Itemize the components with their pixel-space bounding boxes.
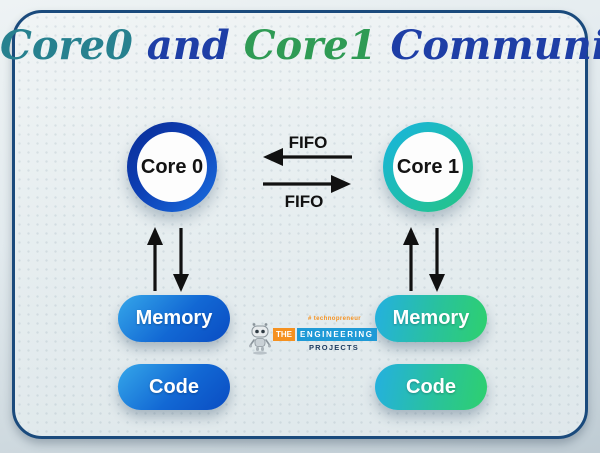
core1-memory-box: Memory (375, 295, 487, 342)
core1-code-box: Code (375, 364, 487, 410)
core0-label: Core 0 (137, 132, 207, 202)
logo-engineering: ENGINEERING (297, 328, 377, 341)
logo-the: THE (273, 328, 295, 341)
title-core1: Core1 (243, 22, 377, 69)
logo: # technopreneur THE ENGINEERING PROJECTS (248, 313, 377, 361)
robot-icon (249, 323, 271, 355)
diagram-frame (12, 10, 588, 439)
diagram-title: Core0 and Core1 Communication (0, 22, 600, 69)
logo-brand-row: THE ENGINEERING (273, 328, 377, 341)
fifo-bottom-label: FIFO (284, 192, 324, 211)
logo-projects: PROJECTS (308, 343, 359, 352)
fifo-top-label: FIFO (288, 133, 328, 152)
core0-memory-box: Memory (118, 295, 230, 342)
logo-tagline: # technopreneur (307, 316, 361, 322)
title-communication: Communication (390, 22, 600, 69)
core0-code-box: Code (118, 364, 230, 410)
core1-label: Core 1 (393, 132, 463, 202)
core0-node: Core 0 (127, 122, 217, 212)
core1-node: Core 1 (383, 122, 473, 212)
title-and: and (132, 22, 244, 69)
title-core0: Core0 (0, 22, 133, 69)
